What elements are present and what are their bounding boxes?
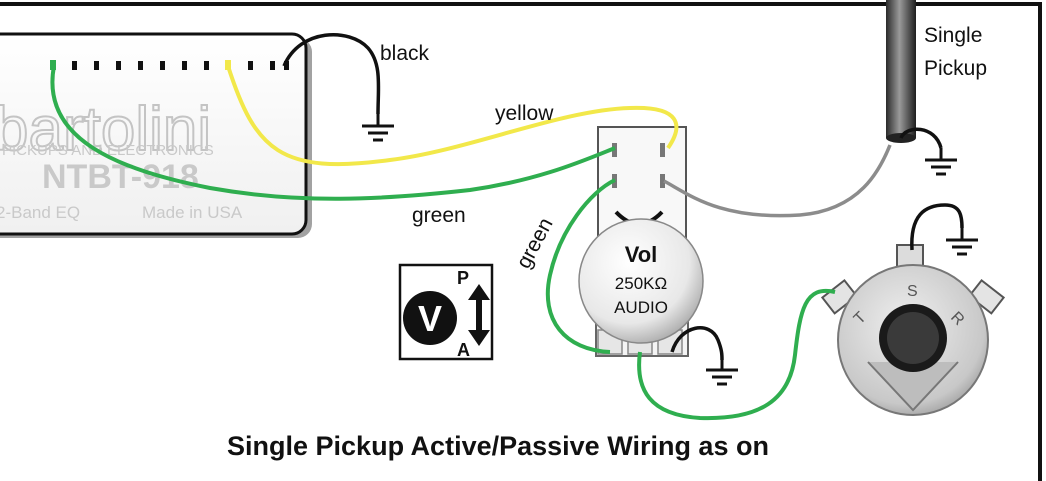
pickup-label-line1: Single <box>924 24 982 47</box>
pot-name: Vol <box>625 242 658 267</box>
wire-green-pot <box>545 178 616 354</box>
switch-letter-a: A <box>457 340 470 360</box>
label-green-pot: green <box>512 214 558 272</box>
label-black: black <box>380 42 430 65</box>
wire-yellow <box>226 65 679 167</box>
wire-black <box>282 33 381 115</box>
wire-jack-ground <box>910 203 964 251</box>
label-yellow: yellow <box>495 102 554 125</box>
switch-letter-v: V <box>418 298 442 339</box>
wire-gray-hot <box>663 144 892 218</box>
up-down-arrow-icon <box>468 284 490 346</box>
wire-green-jack <box>637 288 836 421</box>
jack-sleeve-label: S <box>907 283 918 300</box>
active-passive-switch-icon: V P A <box>398 263 494 361</box>
ground-symbol-pot <box>704 356 740 386</box>
ground-symbol-jack <box>944 226 980 256</box>
volume-pot: Vol 250KΩ AUDIO <box>578 126 704 357</box>
ground-symbol-preamp <box>360 112 396 142</box>
wire-pot-ground <box>670 326 724 361</box>
pot-value: 250KΩ <box>615 274 667 293</box>
diagram-title: Single Pickup Active/Passive Wiring as o… <box>227 431 769 461</box>
wire-green-preamp <box>50 65 616 201</box>
ground-symbol-pickup <box>923 146 959 176</box>
pot-taper: AUDIO <box>614 298 668 317</box>
preamp-brand: bartolini <box>0 95 211 164</box>
pickup-cable <box>886 0 916 143</box>
preamp-origin: Made in USA <box>142 203 243 222</box>
preamp-subtitle: PICKUPS AND ELECTRONICS <box>2 142 214 159</box>
pickup-label-line2: Pickup <box>924 57 987 80</box>
preamp-board: bartolini PICKUPS AND ELECTRONICS NTBT-9… <box>0 32 312 238</box>
label-green: green <box>412 204 466 227</box>
wire-pickup-ground <box>899 127 943 149</box>
switch-letter-p: P <box>457 268 469 288</box>
preamp-eq: 2-Band EQ <box>0 203 80 222</box>
output-jack: T S R <box>820 244 1006 416</box>
